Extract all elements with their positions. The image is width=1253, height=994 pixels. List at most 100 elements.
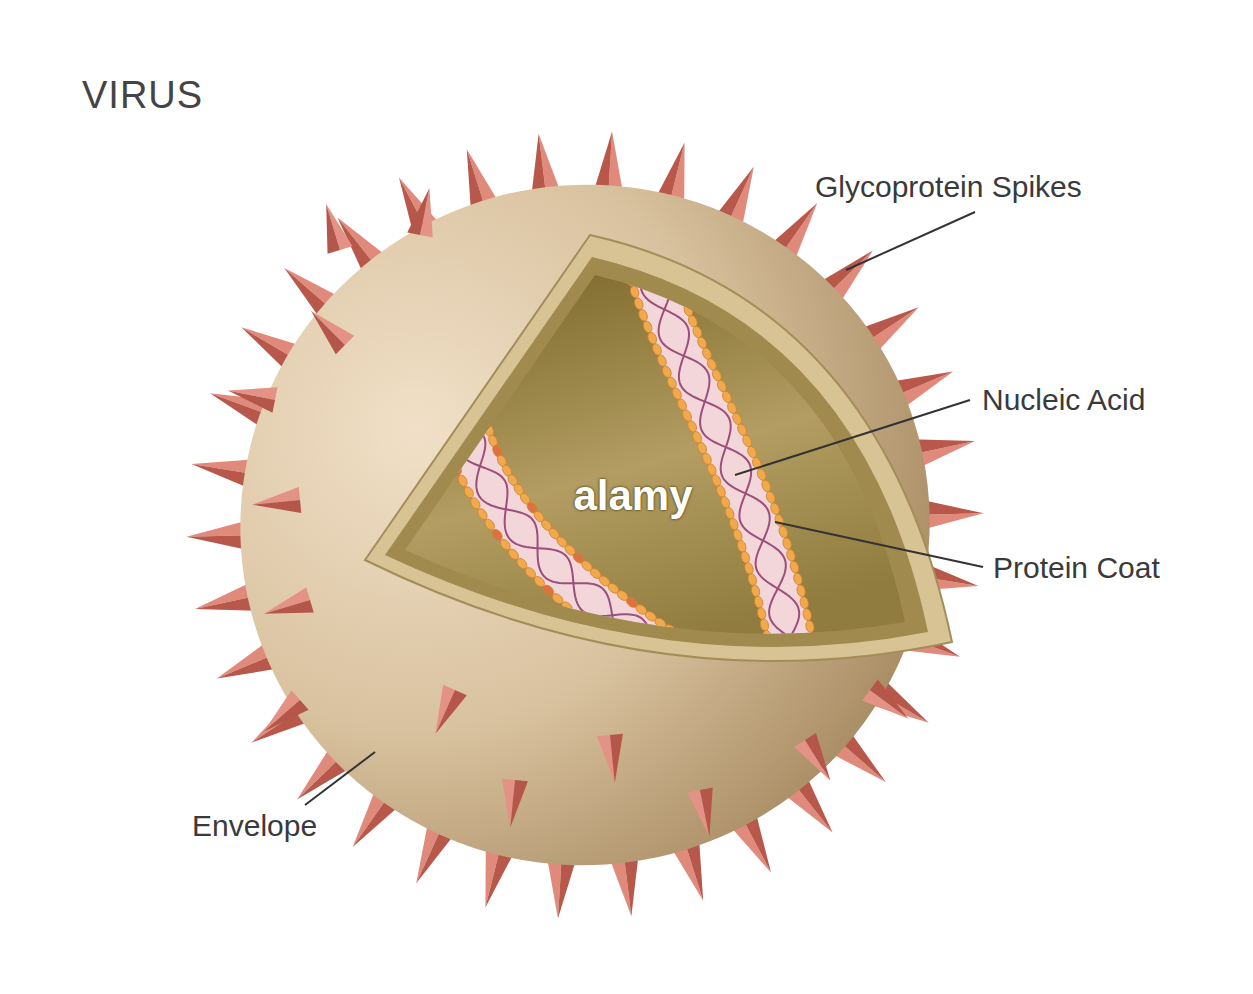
spike [510,780,528,828]
capsomere [673,629,687,642]
capsomere [579,616,593,630]
part-label: Glycoprotein Spikes [815,170,1082,204]
spike [326,204,340,254]
capsomere [769,502,781,516]
capsomere [792,572,803,586]
diagram-title: VIRUS [82,74,203,117]
capsomere [433,373,441,385]
spike [921,500,983,515]
capsomere [799,596,810,610]
watermark: alamy [573,472,692,520]
capsomere [747,573,758,587]
spike [186,520,248,536]
capsomere [477,393,487,406]
capsomere [680,686,694,699]
spike [593,131,612,193]
spike [436,690,467,734]
capsomere [436,412,446,425]
capsomere [629,285,640,299]
part-label: Envelope [192,809,317,843]
capsomere [743,561,754,575]
capsomere [678,293,690,307]
capsomere [785,548,796,562]
capsomere [479,403,489,416]
spike [558,857,577,919]
capsomere [670,271,681,285]
capsomere [656,354,668,368]
capsomere [771,676,781,689]
capsomere [815,668,825,681]
capsomere [477,373,485,385]
capsomere [683,636,697,649]
leader-line [305,752,375,805]
capsomere [444,305,456,319]
capsomere [646,331,658,345]
capsomere [442,438,453,452]
capsomere [438,425,449,439]
capsomere [760,479,772,493]
capsomere [782,537,793,551]
capsomere [625,273,636,287]
capsomere [810,644,820,657]
capsomere [477,362,486,375]
capsomere [633,297,645,311]
capsomere [621,262,632,276]
capsomere [653,616,667,629]
capsomere [756,468,768,482]
capsomere [663,623,677,636]
capsomere [759,618,770,632]
capsomere [637,308,649,322]
capsomere [703,648,717,661]
capsomere [765,490,777,504]
helix-line [445,320,703,690]
capsomere [756,607,767,621]
capsomere [807,632,817,645]
capsomere [649,666,663,679]
capsomere [433,386,442,398]
capsomere [451,462,463,476]
capsomere [618,646,632,659]
capsomere [713,654,727,667]
capsomere [778,525,789,539]
capsomere [608,638,622,652]
capsomere [434,345,444,358]
capsomere [802,608,813,622]
capsomere [691,692,705,705]
capsomere [670,679,684,692]
spike [922,513,984,529]
capsomere [659,673,673,686]
capsomere [481,414,492,428]
leader-line [735,400,970,475]
spike [610,734,623,783]
capsomere [569,608,583,622]
spike [870,680,908,719]
spike [700,787,713,837]
capsomere [805,620,815,633]
part-label: Nucleic Acid [982,383,1145,417]
capsomere [642,320,654,334]
capsomere [456,474,469,488]
capsomere [560,600,574,614]
capsomere [639,659,653,672]
capsomere [769,664,779,677]
capsomere [789,560,800,574]
spike [264,700,309,732]
capsomere [479,341,489,354]
capsomere [588,623,602,637]
capsomere [762,630,772,643]
capsomere [753,595,764,609]
spike [228,391,275,413]
capsomere [773,513,785,527]
spike [264,600,314,614]
capsomere [598,631,612,645]
leader-line [846,212,975,270]
leader-line [775,522,983,567]
capsomere [433,359,442,372]
capsomere [434,399,444,412]
capsomere [477,383,486,395]
spike [186,535,248,550]
capsomere [674,282,686,296]
capsomere [485,321,497,335]
capsomere [651,342,663,356]
spike [805,733,830,781]
